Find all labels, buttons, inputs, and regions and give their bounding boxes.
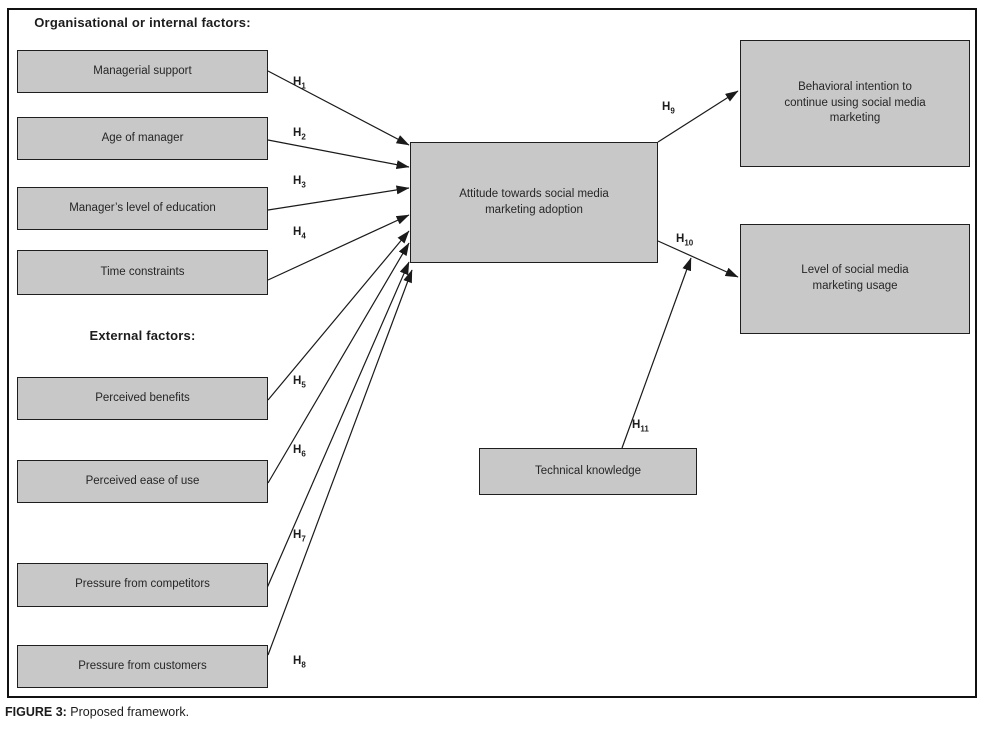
node-perceived-benefits: Perceived benefits: [17, 377, 268, 420]
heading-internal-factors: Organisational or internal factors:: [34, 15, 251, 30]
hypothesis-label-h7: H7: [293, 529, 306, 544]
hypothesis-label-h11: H11: [632, 419, 649, 434]
node-label: Pressure from customers: [78, 659, 207, 672]
node-managerial-support: Managerial support: [17, 50, 268, 93]
node-label: Behavioral intention to continue using s…: [784, 81, 926, 125]
node-label: Pressure from competitors: [75, 578, 210, 591]
node-behavioral-intention: Behavioral intention to continue using s…: [740, 40, 970, 167]
hypothesis-label-h6: H6: [293, 444, 306, 459]
node-label: Perceived ease of use: [85, 474, 200, 487]
node-pressure-customers: Pressure from customers: [17, 645, 268, 688]
hypothesis-label-h5: H5: [293, 375, 306, 390]
figure-caption-text: Proposed framework.: [66, 705, 190, 719]
node-usage-level: Level of social media marketing usage: [740, 224, 970, 334]
node-technical-knowledge: Technical knowledge: [479, 448, 697, 495]
node-label: Managerial support: [93, 64, 192, 77]
node-label: Technical knowledge: [534, 464, 642, 477]
node-label: Attitude towards social media marketing …: [459, 187, 609, 216]
node-time-constraints: Time constraints: [17, 250, 268, 295]
hypothesis-label-h1: H1: [293, 76, 306, 91]
figure-caption-label: FIGURE 3:: [5, 705, 67, 719]
hypothesis-label-h4: H4: [293, 226, 306, 241]
node-label: Time constraints: [100, 265, 185, 278]
node-manager-education: Manager’s level of education: [17, 187, 268, 230]
node-age-of-manager: Age of manager: [17, 117, 268, 160]
hypothesis-label-h3: H3: [293, 175, 306, 190]
hypothesis-label-h2: H2: [293, 127, 306, 142]
figure-caption: FIGURE 3: Proposed framework.: [5, 705, 189, 719]
node-label: Level of social media marketing usage: [801, 264, 909, 292]
node-pressure-competitors: Pressure from competitors: [17, 563, 268, 607]
hypothesis-label-h9: H9: [662, 101, 675, 116]
node-label: Manager’s level of education: [69, 201, 216, 214]
hypothesis-label-h8: H8: [293, 655, 306, 670]
node-label: Age of manager: [101, 131, 184, 144]
heading-external-factors: External factors:: [89, 328, 196, 343]
node-label: Perceived benefits: [95, 391, 190, 404]
hypothesis-label-h10: H10: [676, 233, 694, 248]
node-attitude-adoption: Attitude towards social media marketing …: [410, 142, 658, 263]
node-perceived-ease-of-use: Perceived ease of use: [17, 460, 268, 503]
